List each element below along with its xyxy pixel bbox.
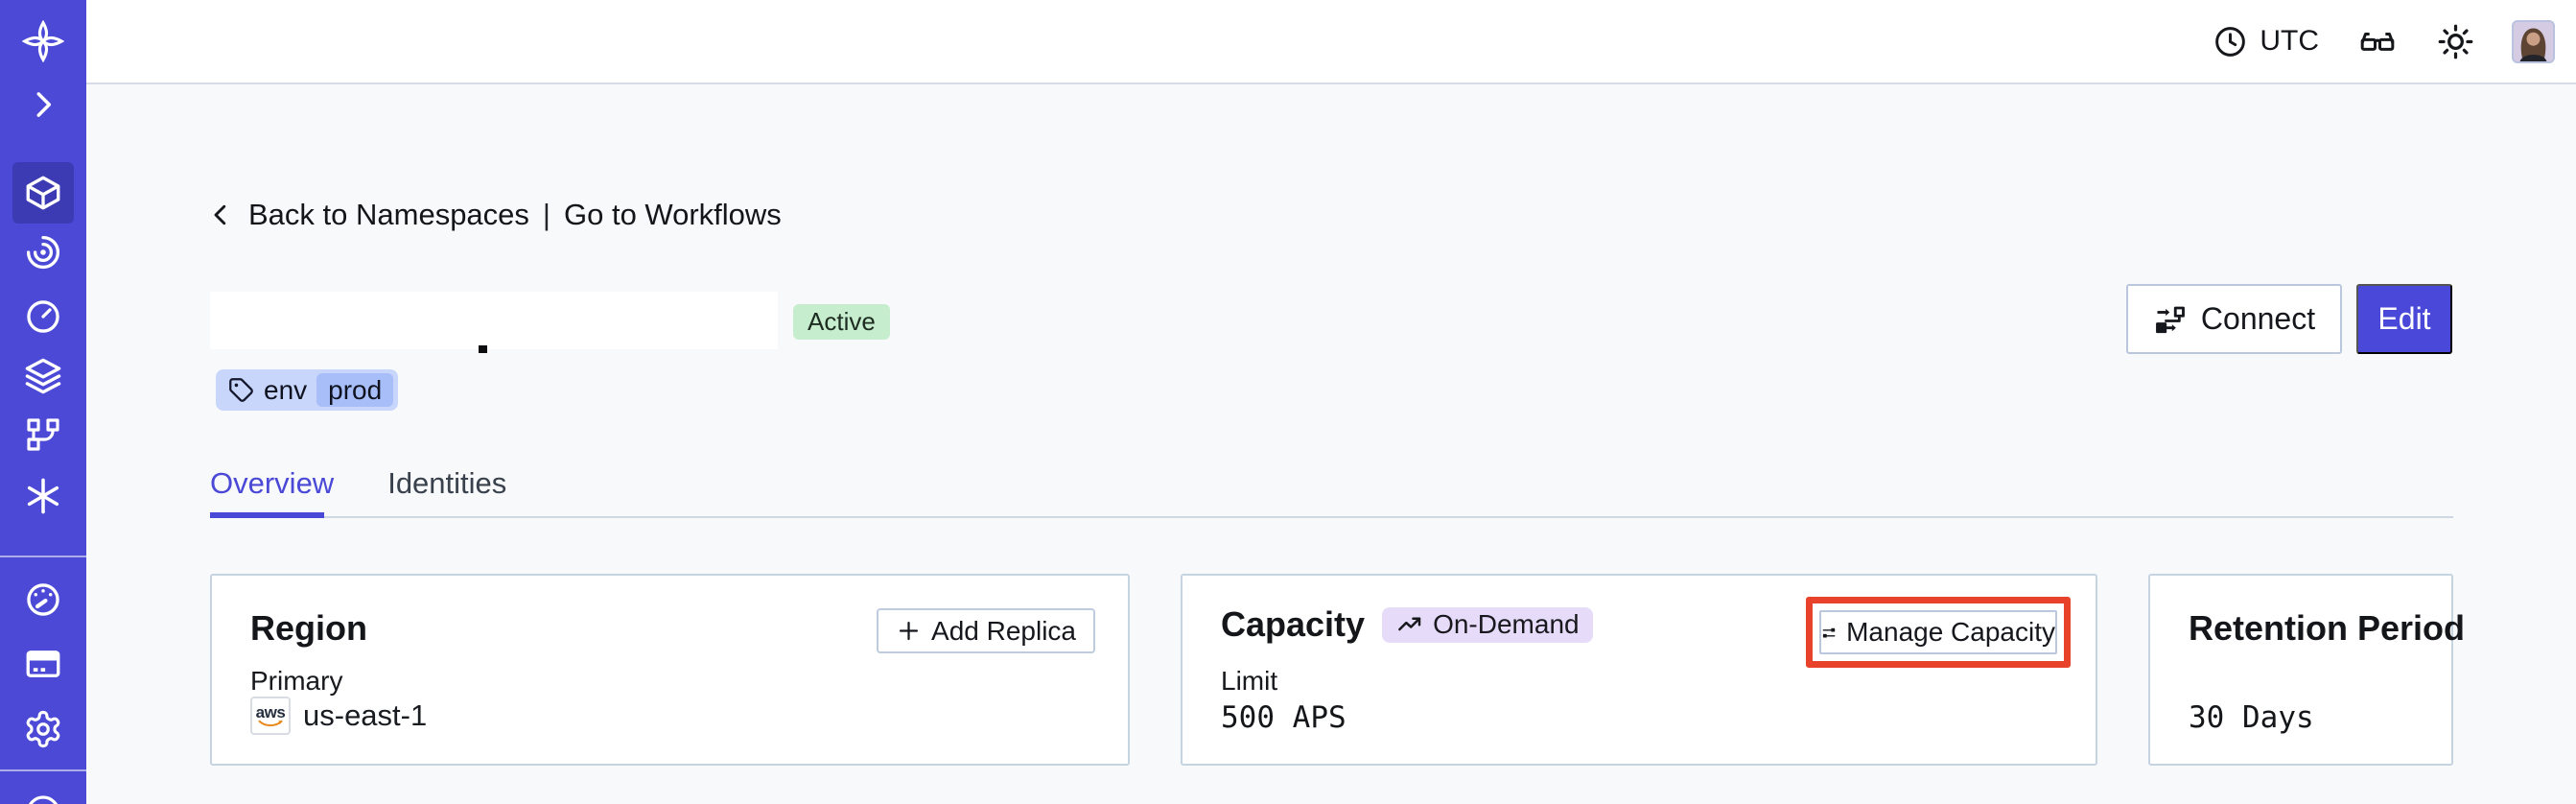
- retention-card-title: Retention Period: [2189, 608, 2466, 648]
- back-chevron-icon[interactable]: [206, 201, 235, 229]
- tag-value: prod: [316, 373, 394, 407]
- region-value: us-east-1: [303, 698, 428, 732]
- active-tab-underline: [210, 512, 324, 518]
- layers-icon: [25, 358, 61, 394]
- retention-card: Retention Period 30 Days: [2148, 574, 2465, 766]
- sidebar-item-billing[interactable]: [0, 633, 86, 695]
- retention-value: 30 Days: [2189, 700, 2314, 735]
- topbar: UTC: [86, 0, 2576, 84]
- sidebar-divider: [0, 769, 86, 771]
- spiral-icon: [26, 235, 60, 270]
- sidebar-item-usage[interactable]: [0, 569, 86, 630]
- region-field-label: Primary: [250, 666, 343, 696]
- capacity-card: Capacity On-Demand: [1181, 574, 2097, 766]
- namespace-tag: env prod: [216, 369, 399, 411]
- sidebar-item-schedules[interactable]: [0, 286, 86, 347]
- user-avatar[interactable]: [2512, 19, 2555, 63]
- sidebar-item-workflows[interactable]: [0, 222, 86, 283]
- sidebar-item-namespaces[interactable]: [12, 162, 74, 224]
- tab-identities[interactable]: Identities: [387, 466, 507, 500]
- sidebar-expand-chevron-icon[interactable]: [0, 74, 86, 135]
- credit-card-icon: [26, 650, 60, 677]
- status-badge: Active: [793, 304, 890, 340]
- add-replica-button[interactable]: Add Replica: [877, 608, 1095, 653]
- timezone-label: UTC: [2260, 25, 2319, 57]
- glasses-icon[interactable]: [2355, 22, 2400, 60]
- aws-word: aws: [255, 702, 286, 721]
- sliders-icon: [1822, 627, 1836, 638]
- sidebar-item-nexus[interactable]: [0, 465, 86, 527]
- plus-icon: [899, 621, 919, 641]
- tag-key: env: [264, 374, 308, 405]
- sidebar-item-settings[interactable]: [0, 698, 86, 760]
- redaction-artifact-dot: [479, 345, 487, 353]
- sidebar-item-deployments[interactable]: [0, 345, 86, 407]
- timezone-selector[interactable]: UTC: [2213, 24, 2319, 59]
- capacity-card-title: Capacity: [1221, 604, 1366, 644]
- tab-bar: Overview Identities: [210, 466, 506, 501]
- tab-rule: [210, 516, 2453, 518]
- connect-button-label: Connect: [2200, 301, 2316, 336]
- region-card-title: Region: [250, 608, 367, 648]
- gauge-icon: [27, 583, 59, 616]
- capacity-value: 500 APS: [1221, 700, 1347, 735]
- breadcrumb: Back to Namespaces | Go to Workflows: [206, 198, 782, 232]
- on-demand-label: On-Demand: [1433, 609, 1580, 639]
- sidebar-item-support[interactable]: [0, 783, 86, 804]
- edit-button-label: Edit: [2377, 301, 2431, 336]
- sidebar-item-batch-operations[interactable]: [0, 404, 86, 465]
- cube-icon: [26, 176, 60, 210]
- tag-icon: [229, 378, 253, 402]
- connect-flow-icon: [2155, 306, 2185, 333]
- breadcrumb-back-link[interactable]: Back to Namespaces: [248, 198, 529, 231]
- timer-icon: [27, 300, 59, 333]
- brightness-icon[interactable]: [2436, 22, 2475, 61]
- region-card: Region Add Replica Primary aws: [210, 574, 1130, 766]
- edit-button[interactable]: Edit: [2356, 284, 2452, 354]
- trending-up-icon: [1398, 617, 1421, 631]
- manage-capacity-label: Manage Capacity: [1846, 617, 2055, 647]
- support-circle-icon: [28, 795, 59, 804]
- region-value-row: aws us-east-1: [250, 697, 427, 735]
- connect-button[interactable]: Connect: [2126, 284, 2342, 354]
- add-replica-label: Add Replica: [931, 615, 1076, 646]
- breadcrumb-divider: |: [542, 198, 550, 231]
- gear-icon: [26, 710, 60, 748]
- manage-capacity-button[interactable]: Manage Capacity: [1819, 610, 2057, 654]
- capacity-field-label: Limit: [1221, 666, 1278, 696]
- asterisk-icon: [27, 478, 59, 514]
- annotation-highlight-box: Manage Capacity: [1806, 597, 2071, 668]
- redacted-namespace-title: [210, 292, 778, 349]
- sidebar: [0, 0, 86, 804]
- on-demand-badge: On-Demand: [1382, 606, 1593, 643]
- clock-icon: [2215, 26, 2246, 57]
- branch-icon: [27, 418, 59, 451]
- tab-overview[interactable]: Overview: [210, 466, 335, 500]
- aws-provider-icon: aws: [250, 697, 291, 735]
- breadcrumb-workflows-link[interactable]: Go to Workflows: [563, 198, 782, 231]
- sidebar-divider: [0, 556, 86, 557]
- temporal-logo-icon[interactable]: [0, 11, 86, 72]
